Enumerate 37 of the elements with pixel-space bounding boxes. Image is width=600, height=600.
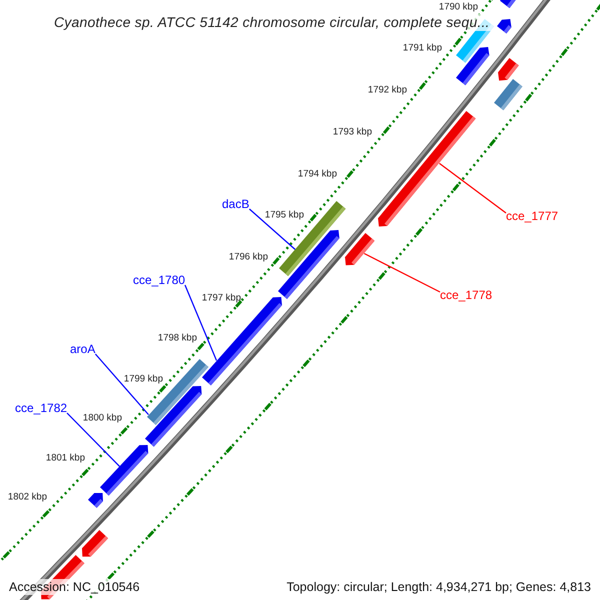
gene-feature: [345, 233, 375, 266]
leader-line: [364, 252, 440, 293]
genome-summary: Topology: circular; Length: 4,934,271 bp; Genes: 4,813: [284, 579, 593, 595]
scale-label: 1795 kbp: [264, 210, 304, 220]
scale-label: 1797 kbp: [202, 292, 241, 304]
scale-label: 1791 kbp: [402, 42, 442, 54]
leader-line: [66, 412, 120, 467]
gene-label: aroA: [70, 342, 96, 356]
gene-feature: [456, 46, 490, 85]
gene-feature: [82, 530, 108, 557]
gene-feature: [88, 493, 103, 508]
scale-label: 1794 kbp: [298, 168, 337, 180]
scale-label: 1802 kbp: [8, 492, 47, 502]
gene-segment: [494, 78, 522, 110]
gene-label: dacB: [222, 197, 250, 211]
scale-label: 1799 kbp: [124, 374, 163, 384]
leader-line: [94, 354, 149, 415]
gene-label: cce_1778: [440, 288, 492, 302]
accession-text: Accession: NC_010546: [7, 579, 142, 595]
gene-label: cce_1777: [506, 209, 558, 223]
leader-line: [249, 208, 296, 250]
scale-label: 1801 kbp: [46, 452, 85, 464]
scale-label: 1798 kbp: [158, 332, 197, 344]
gene-feature: [145, 386, 202, 447]
scale-label: 1800 kbp: [82, 412, 122, 424]
leader-line: [184, 284, 218, 361]
leader-line: [439, 162, 506, 214]
scale-label: 1790 kbp: [438, 2, 478, 12]
scale-label: 1796 kbp: [228, 252, 268, 262]
gene-feature: [378, 111, 476, 227]
gene-label: cce_1782: [15, 401, 68, 415]
gene-feature: [100, 444, 148, 496]
scale-label: 1792 kbp: [368, 84, 407, 96]
gene-feature: [278, 230, 340, 299]
gene-feature: [497, 18, 512, 34]
gene-feature: [498, 58, 518, 80]
gene-label: cce_1780: [133, 273, 186, 287]
